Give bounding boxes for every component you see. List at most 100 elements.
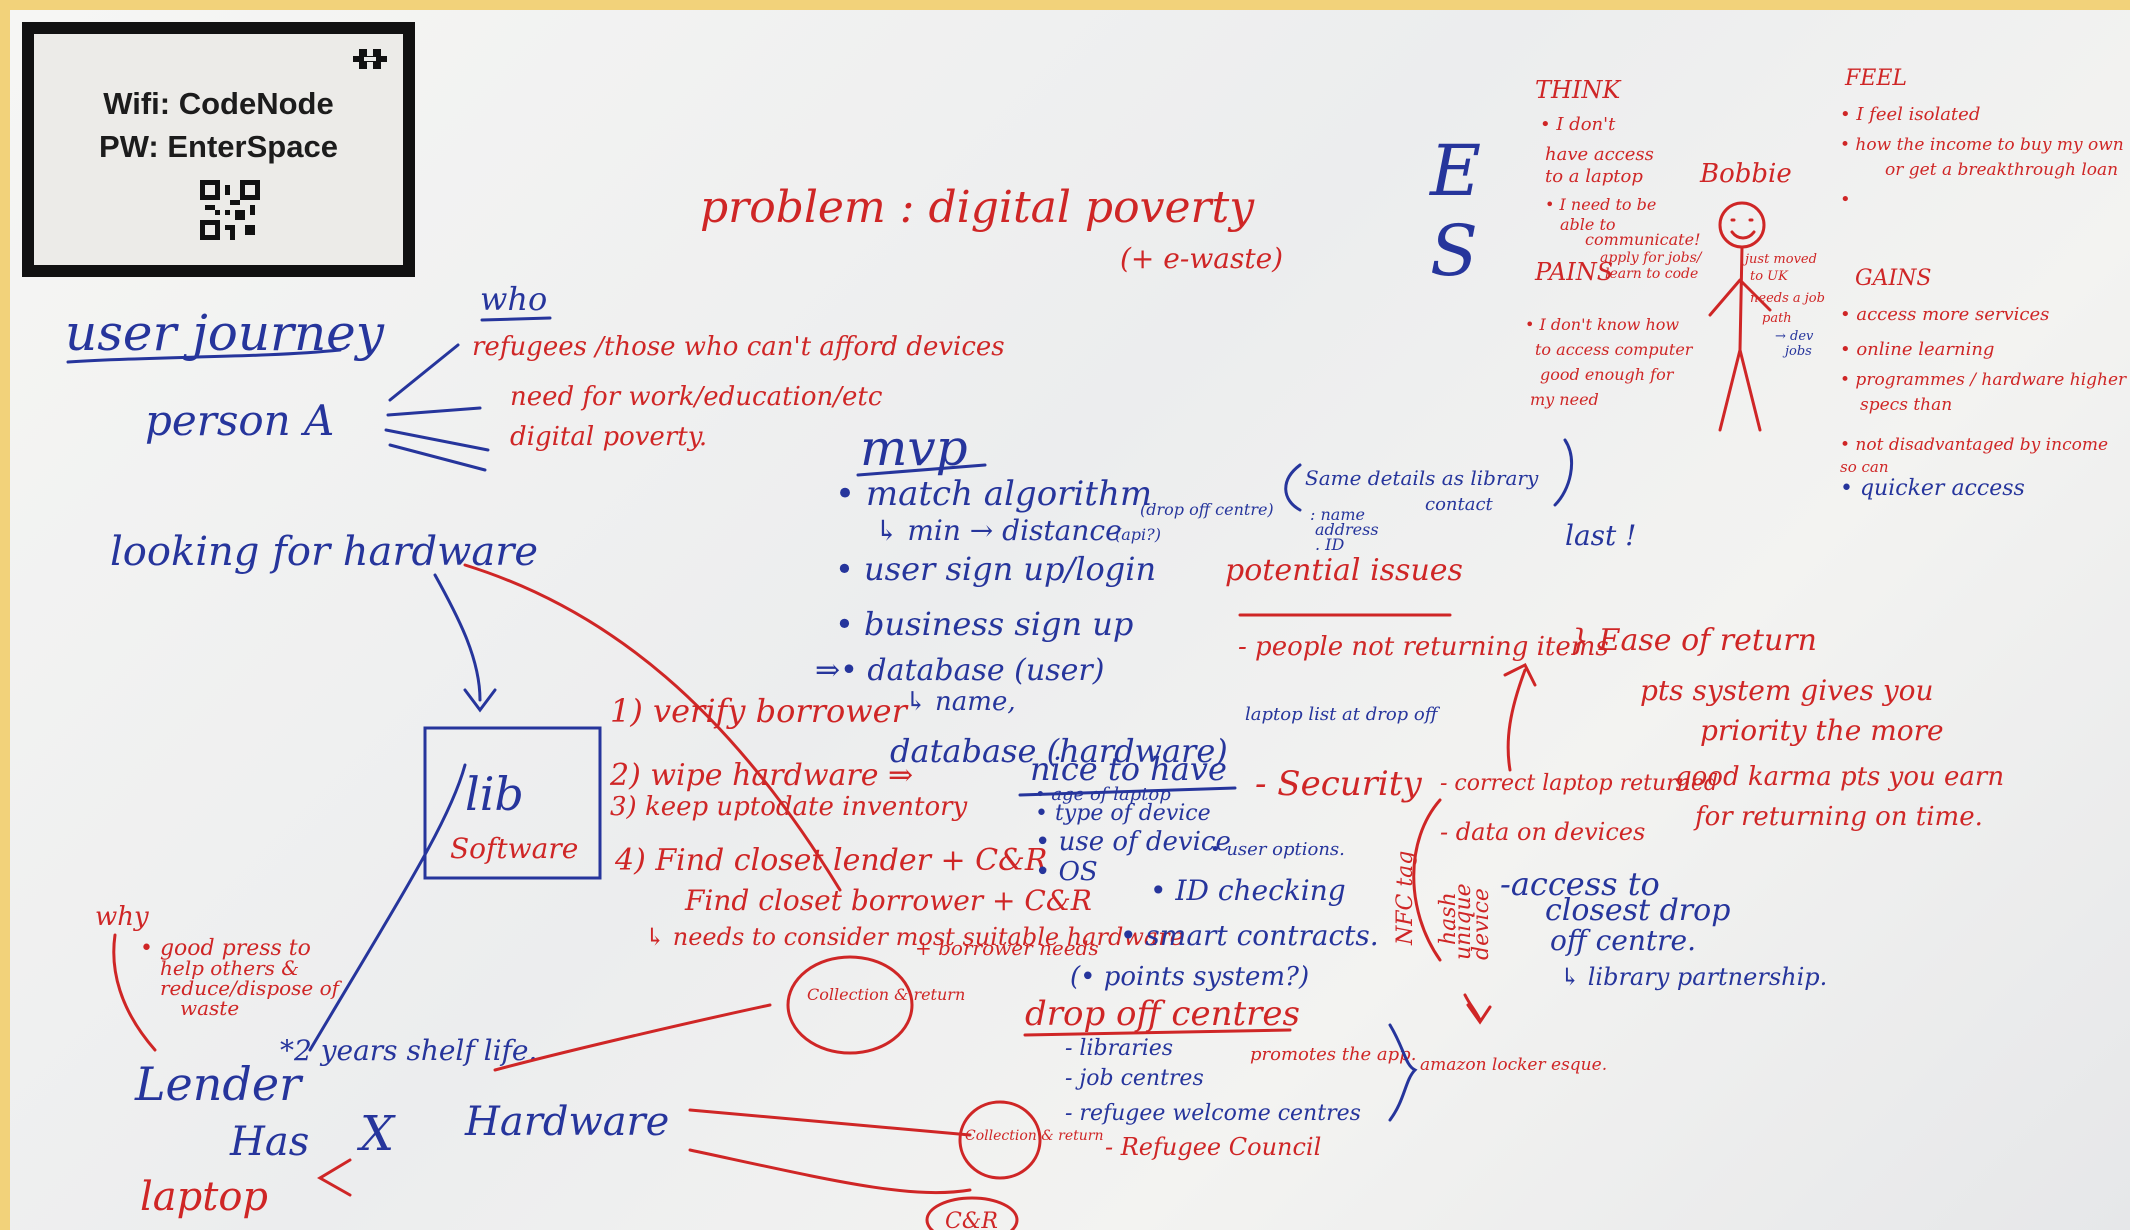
think-item-1: • I don't: [1540, 114, 1616, 135]
same-details-address: address: [1315, 520, 1379, 539]
gains-item-1: • access more services: [1840, 304, 2049, 325]
nice-item-type: • type of device: [1035, 801, 1211, 826]
wifi-network-label: Wifi: CodeNode: [103, 86, 334, 121]
mvp-note-drop-off: (drop off centre): [1140, 500, 1274, 519]
person-a-label: person A: [145, 396, 334, 445]
laptop-list-note: laptop list at drop off: [1245, 704, 1441, 725]
nice-item-use: • use of device: [1035, 827, 1231, 857]
bobbie-note-1: just moved: [1742, 252, 1817, 267]
issues-to-security-arrow: [1503, 662, 1537, 772]
looking-to-lib-arrow: [433, 573, 497, 713]
same-details-name: : name: [1310, 505, 1365, 524]
pains-title: PAINS: [1534, 258, 1613, 286]
think-item-3: to a laptop: [1545, 166, 1643, 187]
nice-to-have-title: nice to have: [1030, 750, 1227, 788]
collection-return-2: Collection & return: [965, 1128, 1103, 1144]
lender-to-lib-arrow: [308, 763, 467, 1052]
why-item-4: waste: [180, 996, 239, 1020]
empathy-e: E: [1428, 130, 1481, 212]
cr-label-3: C&R: [945, 1209, 998, 1230]
vertical-device: device: [1469, 888, 1494, 960]
mvp-item-business-signup: • business sign up: [835, 605, 1133, 643]
who-underline: [480, 316, 552, 322]
drop-off-refugee-welcome: - refugee welcome centres: [1065, 1101, 1361, 1126]
step-4: 4) Find closet lender + C&R: [614, 843, 1047, 878]
who-item-3: digital poverty.: [510, 422, 707, 452]
journey-underline: [66, 348, 342, 364]
issues-item-not-returning: - people not returning items: [1238, 632, 1609, 662]
who-label: who: [480, 280, 547, 318]
step-1: 1) verify borrower: [610, 692, 909, 730]
drop-off-underline: [1023, 1028, 1292, 1037]
gains-item-5: • not disadvantaged by income: [1840, 435, 2108, 455]
feel-item-2: • how the income to buy my own: [1840, 135, 2124, 155]
bobbie-note-4: path: [1762, 311, 1792, 326]
collection-return-circle-1: [786, 955, 914, 1055]
security-item-data: - data on devices: [1440, 818, 1645, 846]
vertical-unique: unique: [1451, 883, 1476, 960]
bobbie-note-5: → dev: [1775, 329, 1814, 344]
collection-return-circle-2: [958, 1100, 1042, 1180]
cr-circle-3: [925, 1196, 1019, 1230]
same-details-brackets: [1284, 438, 1574, 512]
lib-label: lib: [465, 767, 524, 821]
step-4c: ↳ needs to consider most suitable hardwa…: [645, 923, 1184, 951]
think-item-4: • I need to be: [1545, 195, 1656, 214]
security-item-correct-laptop: - correct laptop returned: [1440, 771, 1718, 796]
mvp-item-match: • match algorithm: [835, 474, 1152, 514]
pts-system-line-1: pts system gives you: [1640, 674, 1934, 707]
pains-item-3: good enough for: [1540, 365, 1675, 384]
nice-item-user-options: • user options.: [1210, 839, 1345, 860]
bobbie-stick-figure: [1708, 201, 1772, 432]
potential-issues-title: potential issues: [1225, 553, 1463, 588]
why-title: why: [95, 902, 149, 932]
codenode-logo-icon: [353, 49, 387, 69]
vertical-arrow: [1463, 993, 1492, 1025]
cross-symbol: X: [356, 1106, 396, 1162]
software-label: Software: [450, 832, 578, 865]
shelf-life-note: *2 years shelf life.: [280, 1034, 537, 1067]
drop-off-promotes: promotes the app.: [1250, 1044, 1416, 1065]
pains-item-1: • I don't know how: [1525, 315, 1679, 334]
empathy-s: S: [1430, 210, 1478, 292]
bobbie-name: Bobbie: [1699, 159, 1792, 189]
nice-item-points-system: (• points system?): [1070, 962, 1309, 992]
lender-connectors: [317, 1003, 972, 1197]
access-line-4: ↳ library partnership.: [1560, 963, 1827, 991]
has-label: Has: [229, 1119, 309, 1165]
think-item-2: have access: [1545, 144, 1654, 165]
access-line-2: closest drop: [1545, 893, 1730, 928]
same-details-contact: contact: [1425, 494, 1494, 515]
looking-to-steps-arrow: [463, 563, 842, 892]
think-title: THINK: [1535, 76, 1622, 104]
nice-item-id-checking: • ID checking: [1150, 874, 1346, 907]
nice-item-smart-contracts: • smart contracts.: [1120, 919, 1379, 952]
drop-off-job-centres: - job centres: [1065, 1066, 1204, 1091]
drop-off-refugee-council: - Refugee Council: [1105, 1133, 1321, 1161]
vertical-hash: hash: [1436, 892, 1461, 945]
wifi-password-label: PW: EnterSpace: [99, 129, 338, 164]
access-line-3: off centre.: [1550, 924, 1696, 957]
mvp-item-user-signup: • user sign up/login: [835, 550, 1156, 588]
problem-title: problem : digital poverty: [700, 182, 1255, 233]
same-details-last: last !: [1565, 519, 1636, 552]
wifi-card-inner: Wifi: CodeNode PW: EnterSpace: [34, 34, 403, 265]
drop-off-libraries: - libraries: [1065, 1036, 1173, 1061]
think-item-7: apply for jobs/: [1600, 250, 1703, 266]
nice-item-age: • age of laptop: [1035, 784, 1171, 805]
think-item-6: communicate!: [1585, 230, 1701, 249]
who-item-1: refugees /those who can't afford devices: [472, 332, 1005, 362]
hardware-label: Hardware: [464, 1099, 669, 1145]
gains-item-2: • online learning: [1840, 339, 1994, 360]
same-details-id: . ID: [1315, 535, 1344, 554]
whiteboard: Wifi: CodeNode PW: EnterSpace problem : …: [10, 10, 2130, 1230]
pts-system-line-2: priority the more: [1700, 714, 1944, 747]
user-journey-title: user journey: [65, 304, 385, 362]
security-bracket: [1412, 798, 1442, 962]
mvp-note-api: (api?): [1115, 525, 1161, 544]
wifi-info-card: Wifi: CodeNode PW: EnterSpace: [22, 22, 415, 277]
collection-return-1: Collection & return: [807, 985, 965, 1004]
gains-item-7: • quicker access: [1840, 476, 2025, 501]
same-details-header: Same details as library: [1305, 466, 1539, 490]
nice-item-os: • OS: [1035, 857, 1098, 887]
